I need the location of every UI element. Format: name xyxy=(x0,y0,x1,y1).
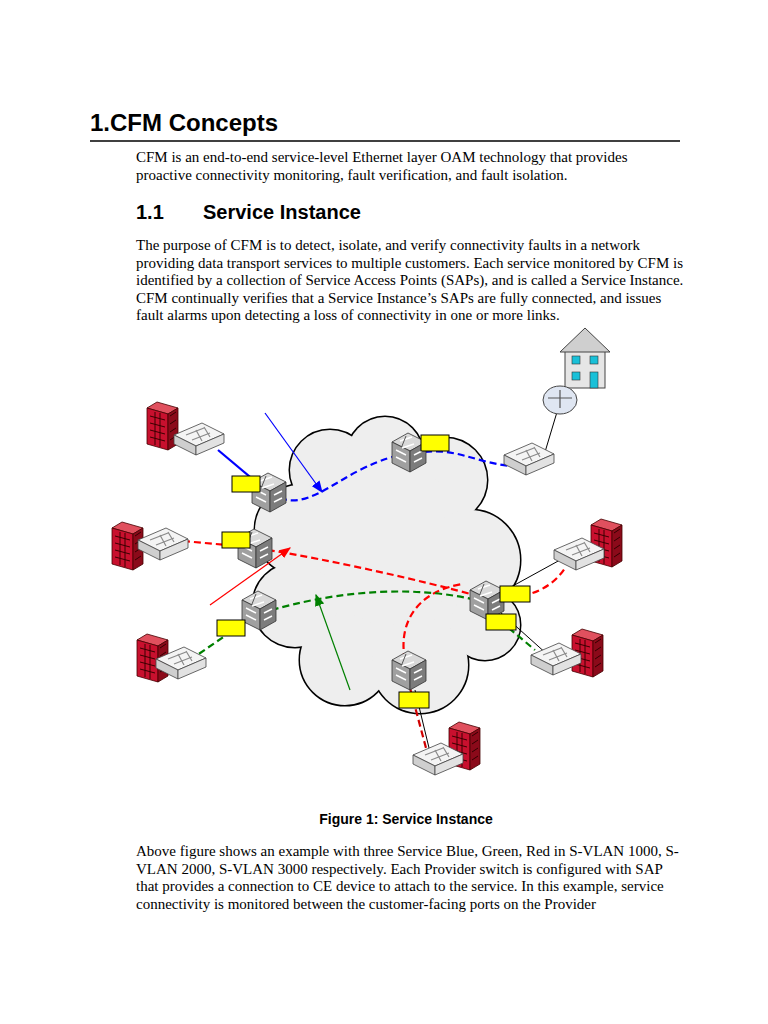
customer-device xyxy=(112,402,622,770)
body-paragraph: The purpose of CFM is to detect, isolate… xyxy=(136,237,686,325)
section-heading: 1.CFM Concepts xyxy=(90,108,278,137)
subsection-heading: Service Instance xyxy=(203,200,361,224)
provider-switch xyxy=(238,433,504,690)
red-service xyxy=(172,540,565,748)
figure-caption: Figure 1: Service Instance xyxy=(206,811,606,828)
body-paragraph: CFM is an end-to-end service-level Ether… xyxy=(136,149,686,184)
body-paragraph: Above figure shows an example with three… xyxy=(136,843,686,913)
access-link xyxy=(415,412,560,752)
subsection-number: 1.1 xyxy=(136,200,164,224)
heading-rule xyxy=(90,140,680,142)
ce-switch xyxy=(138,423,604,775)
customer-house xyxy=(543,328,610,414)
sap-marker xyxy=(217,435,530,708)
provider-cloud xyxy=(253,417,520,713)
